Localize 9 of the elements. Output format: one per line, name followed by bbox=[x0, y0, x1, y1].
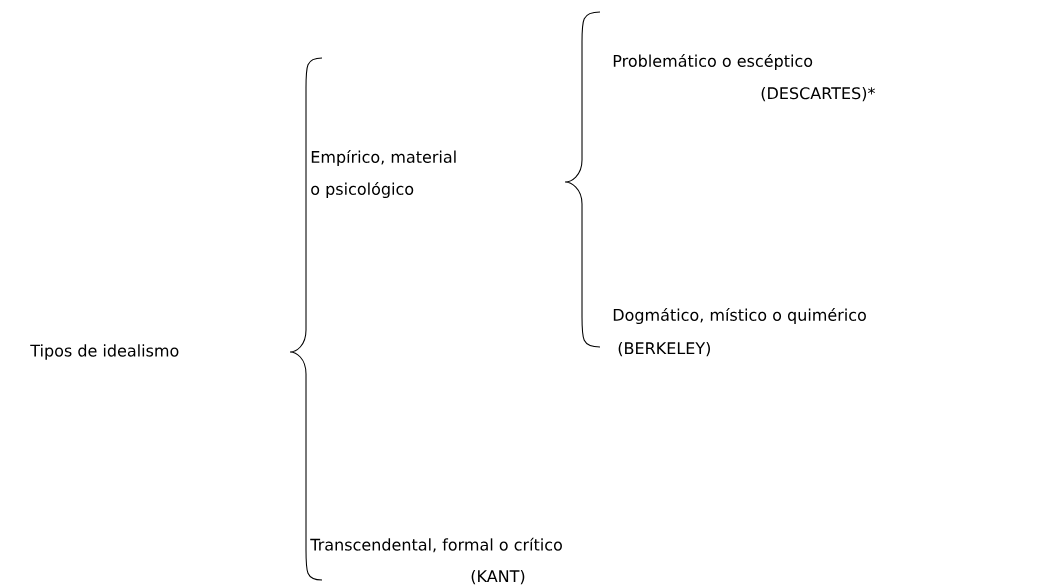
label-text: Problemático o escéptico bbox=[613, 53, 813, 71]
label-text: (KANT) bbox=[471, 569, 525, 585]
label-text: (DESCARTES)* bbox=[761, 86, 875, 102]
label-text: Empírico, material bbox=[311, 149, 456, 167]
label-text: o psicológico bbox=[311, 181, 414, 199]
label-text: Tipos de idealismo bbox=[30, 344, 179, 360]
label-text: (BERKELEY) bbox=[618, 341, 710, 357]
label-text: Dogmático, místico o quimérico bbox=[613, 307, 866, 325]
label-text: Transcendental, formal o crítico bbox=[310, 537, 562, 553]
